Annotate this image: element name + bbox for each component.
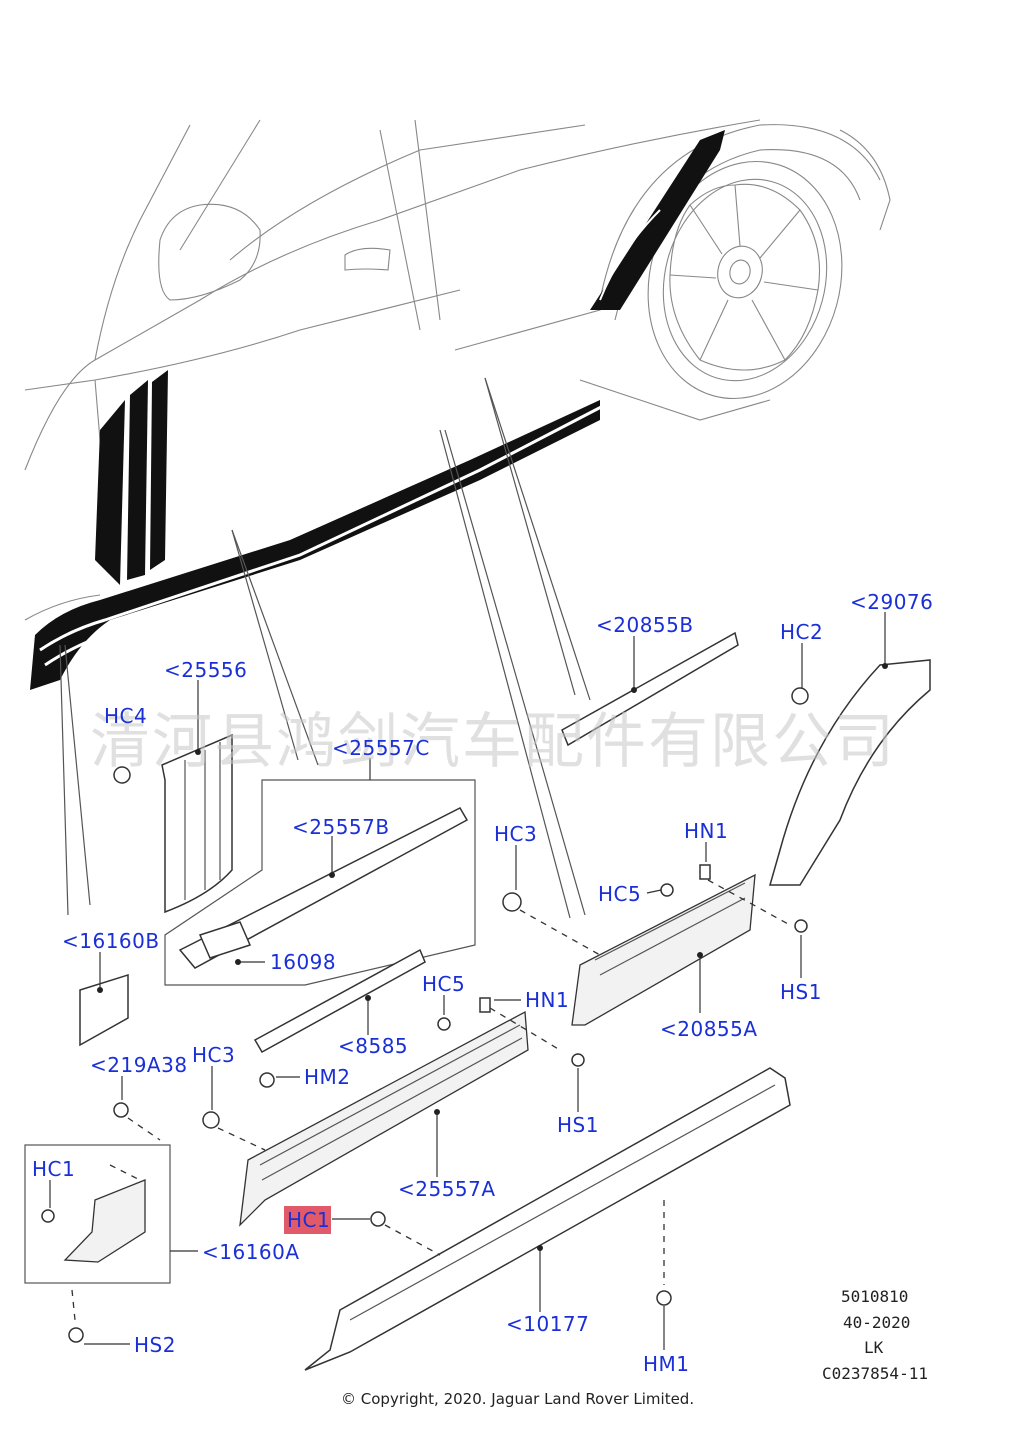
label-219a38[interactable]: <219A38 (90, 1053, 188, 1077)
label-25557b[interactable]: <25557B (292, 815, 390, 839)
label-hm1[interactable]: HM1 (643, 1352, 690, 1376)
part-25557a-moulding (239, 1010, 529, 1227)
highlight-box (284, 1206, 331, 1234)
label-hc2[interactable]: HC2 (780, 620, 823, 644)
label-8585[interactable]: <8585 (338, 1034, 408, 1058)
decal-stripes (30, 130, 725, 690)
drawing-meta: 5010810 40-2020 LK C0237854-11 (822, 1287, 928, 1383)
copyright-text: © Copyright, 2020. Jaguar Land Rover Lim… (341, 1390, 694, 1408)
part-20855a-moulding (571, 873, 756, 1026)
vehicle-body-outline (24, 119, 891, 621)
meta-line-4: C0237854-11 (822, 1364, 928, 1383)
part-25557b-strip (178, 807, 469, 969)
label-hc3-left[interactable]: HC3 (192, 1043, 235, 1067)
label-hc4[interactable]: HC4 (104, 704, 147, 728)
label-leaders (49, 612, 888, 1350)
label-16160a[interactable]: <16160A (202, 1240, 300, 1264)
meta-line-3: LK (864, 1338, 884, 1357)
part-16160b-panel (79, 973, 129, 1047)
meta-line-2: 40-2020 (843, 1313, 910, 1332)
label-25557c[interactable]: <25557C (332, 736, 430, 760)
part-20855b-strip (561, 631, 739, 747)
label-16160b[interactable]: <16160B (62, 929, 160, 953)
label-20855b[interactable]: <20855B (596, 613, 694, 637)
label-hc5-mid[interactable]: HC5 (422, 972, 465, 996)
label-20855a[interactable]: <20855A (660, 1017, 758, 1041)
group-box-16160a (24, 1144, 171, 1284)
label-29076[interactable]: <29076 (850, 590, 933, 614)
label-hn1-mid[interactable]: HN1 (525, 988, 569, 1012)
label-hs2[interactable]: HS2 (134, 1333, 176, 1357)
part-labels: HC4 <25556 <25557C <25557B <20855B HC2 <… (32, 590, 933, 1376)
label-10177[interactable]: <10177 (506, 1312, 589, 1336)
label-hs1-right[interactable]: HS1 (780, 980, 822, 1004)
part-29076-arch (769, 659, 931, 886)
part-25556-panel (161, 733, 233, 914)
label-25557a[interactable]: <25557A (398, 1177, 496, 1201)
label-16098[interactable]: 16098 (270, 950, 336, 974)
label-hn1-top[interactable]: HN1 (684, 819, 728, 843)
fasteners (41, 687, 809, 1343)
label-hc1-box[interactable]: HC1 (32, 1157, 75, 1181)
label-hc5-top[interactable]: HC5 (598, 882, 641, 906)
watermark-text: 清河县鸿剑汽车配件有限公司 (90, 707, 896, 777)
group-box-25557c (164, 779, 476, 986)
label-hc1-highlight[interactable]: HC1 (287, 1208, 330, 1232)
label-hs1-mid[interactable]: HS1 (557, 1113, 599, 1137)
label-hc3-top[interactable]: HC3 (494, 822, 537, 846)
meta-line-1: 5010810 (841, 1287, 908, 1306)
label-hm2[interactable]: HM2 (304, 1065, 351, 1089)
part-8585-strip (253, 948, 426, 1054)
label-25556[interactable]: <25556 (164, 658, 247, 682)
install-paths (71, 879, 791, 1321)
leader-lines (59, 377, 591, 919)
